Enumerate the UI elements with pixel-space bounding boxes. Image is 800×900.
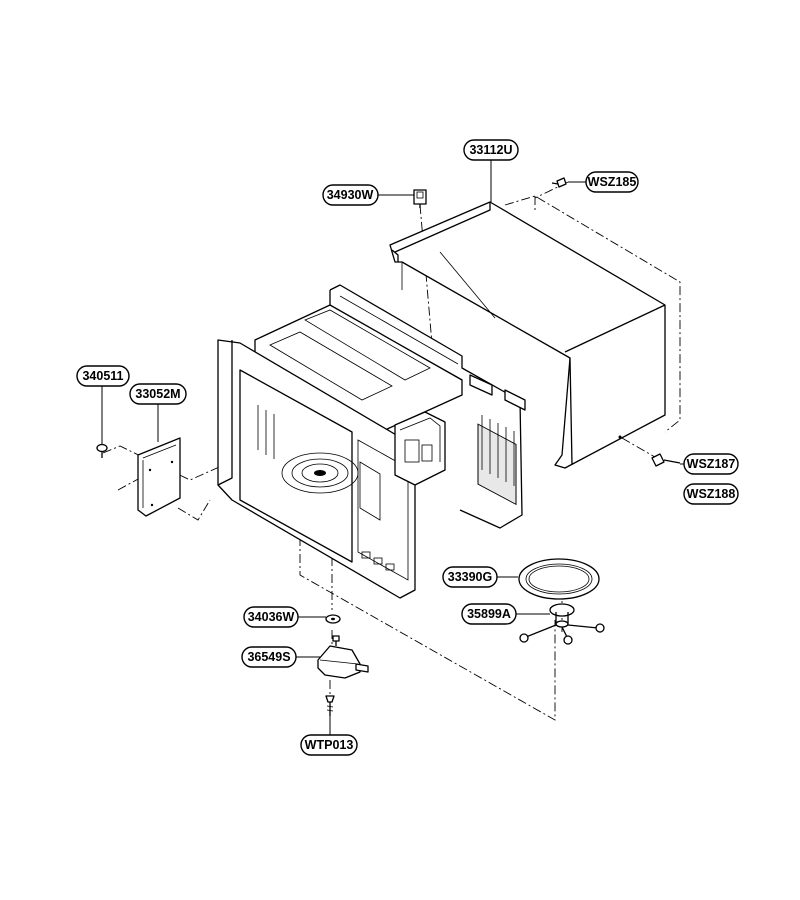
callout-side-panel: 33052M: [129, 383, 187, 405]
callout-motor-screw: WTP013: [300, 734, 358, 756]
side-panel-part: [137, 437, 181, 517]
callout-glass-tray: 33390G: [442, 566, 498, 588]
callout-small-part-top-text: 34930W: [327, 188, 374, 202]
screw-top-part: [551, 177, 567, 188]
callout-glass-tray-text: 33390G: [448, 570, 492, 584]
callout-cabinet: 33112U: [463, 139, 519, 161]
callout-screw-top-text: WSZ185: [588, 175, 637, 189]
callout-screw-right-2-text: WSZ188: [687, 487, 736, 501]
callout-motor: 36549S: [241, 646, 297, 668]
motor-screw-part: [325, 695, 335, 716]
callout-cabinet-text: 33112U: [469, 143, 512, 157]
top-small-part: [413, 189, 427, 208]
turntable-motor-part: [317, 635, 369, 679]
callout-small-part-top: 34930W: [322, 184, 379, 206]
oven-chassis-part: [217, 284, 526, 599]
callout-washer: 34036W: [243, 606, 299, 628]
screw-left-part: [96, 443, 108, 458]
outer-cabinet-part: [389, 201, 666, 469]
callout-screw-top: WSZ185: [585, 171, 639, 193]
callout-side-panel-text: 33052M: [135, 387, 180, 401]
callout-washer-text: 34036W: [248, 610, 295, 624]
roller-guide-part: [519, 603, 605, 645]
callout-screw-left-text: 340511: [82, 369, 123, 383]
callout-roller-guide-text: 35899A: [467, 607, 511, 621]
washer-part: [325, 614, 341, 624]
glass-tray-part: [518, 558, 600, 600]
callout-screw-left: 340511: [76, 365, 130, 387]
callout-motor-screw-text: WTP013: [305, 738, 354, 752]
screw-right-part: [651, 453, 681, 467]
callout-motor-text: 36549S: [247, 650, 290, 664]
callout-screw-right-2: WSZ188: [683, 483, 739, 505]
callout-screw-right-1: WSZ187: [683, 453, 739, 475]
callout-screw-right-1-text: WSZ187: [687, 457, 736, 471]
callout-roller-guide: 35899A: [461, 603, 517, 625]
callout-leaders: [101, 160, 684, 735]
